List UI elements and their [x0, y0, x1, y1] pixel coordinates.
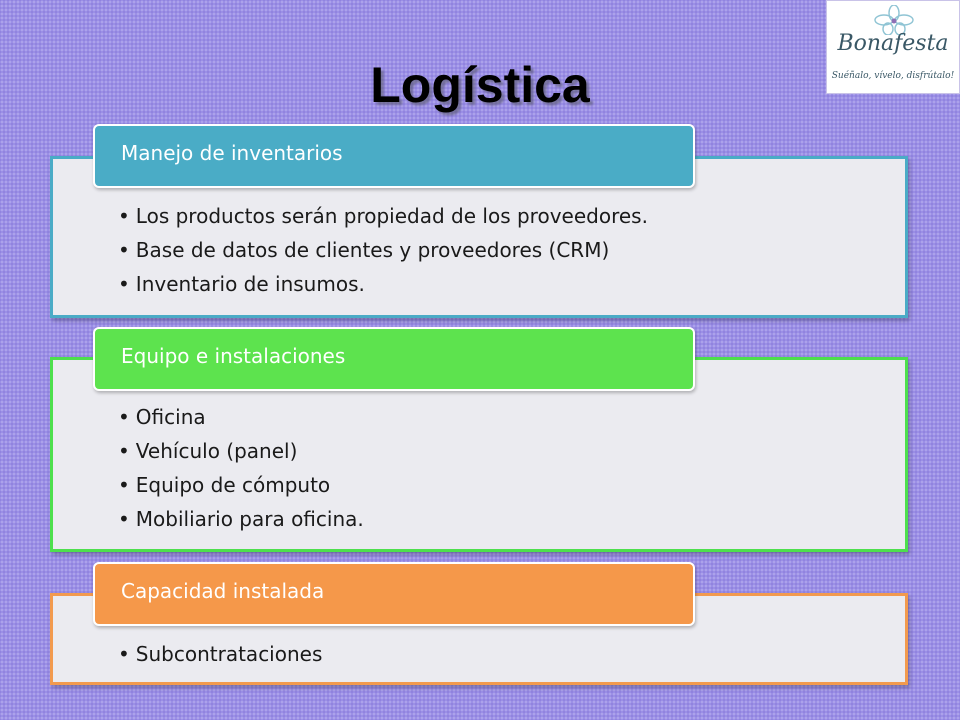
flower-icon	[874, 5, 914, 35]
list-item: Subcontrataciones	[118, 637, 323, 671]
section-inventarios-header: Manejo de inventarios	[93, 124, 695, 188]
section-equipo-list: Oficina Vehículo (panel) Equipo de cómpu…	[118, 400, 364, 536]
logo-name: Bonafesta	[837, 31, 949, 56]
list-item: Equipo de cómputo	[118, 468, 364, 502]
list-item: Mobiliario para oficina.	[118, 502, 364, 536]
bonafesta-logo: Bonafesta Suéñalo, vívelo, disfrútalo!	[826, 0, 960, 94]
list-item: Los productos serán propiedad de los pro…	[118, 199, 648, 233]
slide-title: Logística	[370, 57, 590, 113]
list-item: Base de datos de clientes y proveedores …	[118, 233, 648, 267]
list-item: Vehículo (panel)	[118, 434, 364, 468]
section-inventarios-list: Los productos serán propiedad de los pro…	[118, 199, 648, 301]
list-item: Oficina	[118, 400, 364, 434]
logo-tagline: Suéñalo, vívelo, disfrútalo!	[831, 71, 955, 81]
list-item: Inventario de insumos.	[118, 267, 648, 301]
section-equipo-header: Equipo e instalaciones	[93, 327, 695, 391]
section-capacidad-list: Subcontrataciones	[118, 637, 323, 671]
section-capacidad-header: Capacidad instalada	[93, 562, 695, 626]
